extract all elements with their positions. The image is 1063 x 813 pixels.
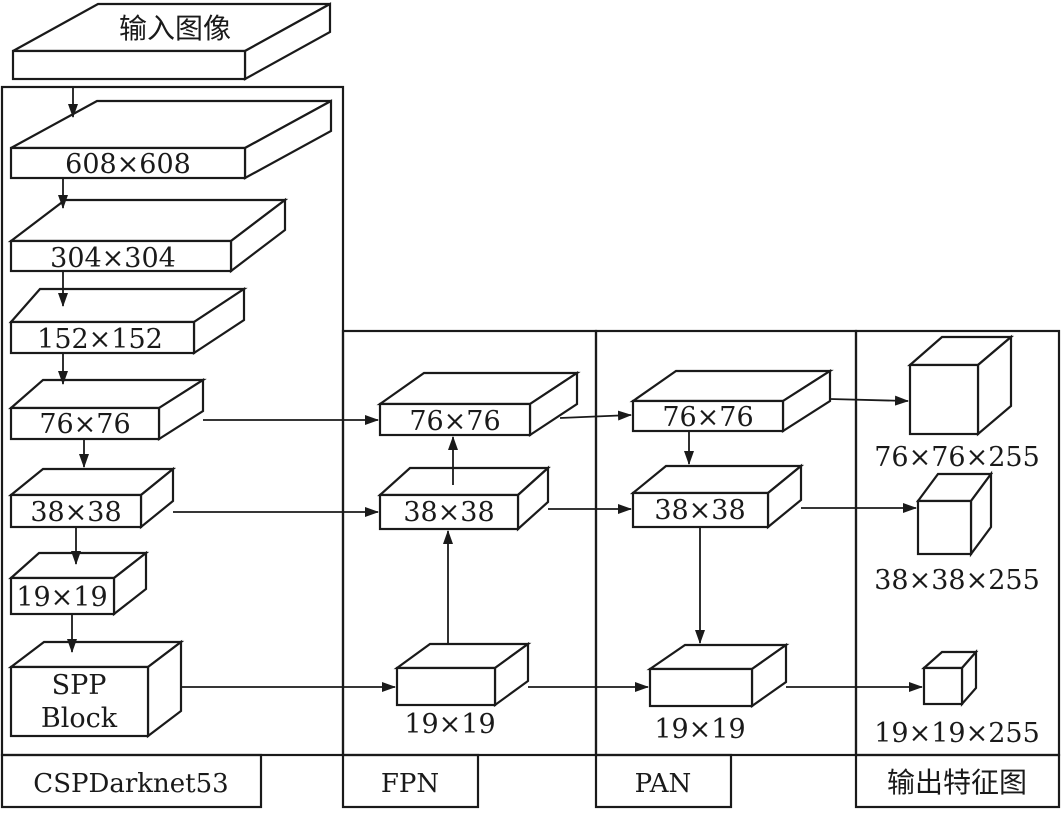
pan-node-label: 76×76 xyxy=(662,402,753,433)
pan-title: PAN xyxy=(635,769,692,799)
backbone-layer-76: 76×76 xyxy=(8,377,207,442)
output-cube-38 xyxy=(915,470,994,558)
backbone-layer-38: 38×38 xyxy=(7,466,177,530)
spp-label-line1: SPP xyxy=(52,670,107,701)
fpn-node-19-label: 19×19 xyxy=(404,709,495,740)
backbone-layer-label: 152×152 xyxy=(37,324,163,355)
pan-node-19 xyxy=(646,642,790,709)
output-label: 19×19×255 xyxy=(874,718,1040,749)
backbone-layer-label: 76×76 xyxy=(39,409,130,440)
backbone-title: CSPDarknet53 xyxy=(33,769,228,799)
spp-label-line2: Block xyxy=(41,703,118,734)
backbone-layer-label: 19×19 xyxy=(16,582,107,613)
connection-arrows xyxy=(58,87,923,692)
backbone-layer-label: 304×304 xyxy=(50,243,176,274)
pan-node-label: 38×38 xyxy=(654,495,745,526)
backbone-layer-152: 152×152 xyxy=(8,286,248,356)
pan-node-38: 38×38 xyxy=(629,463,805,530)
outputs-title: 输出特征图 xyxy=(887,766,1027,799)
fpn-node-38: 38×38 xyxy=(377,465,551,532)
output-cube-76 xyxy=(907,334,1014,437)
fpn-node-label: 38×38 xyxy=(403,497,494,528)
fpn-node-76: 76×76 xyxy=(376,370,581,438)
input-block: 输入图像 xyxy=(11,2,332,81)
output-label: 38×38×255 xyxy=(874,565,1040,596)
backbone-layer-608: 608×608 xyxy=(9,99,333,180)
fpn-node-label: 76×76 xyxy=(409,406,500,437)
backbone-layer-label: 608×608 xyxy=(65,149,191,180)
backbone-layer-304: 304×304 xyxy=(7,197,289,274)
backbone-layer-19: 19×19 xyxy=(8,550,150,617)
section-panels xyxy=(0,85,1061,809)
spp-block: SPP Block xyxy=(7,639,185,739)
pan-node-76: 76×76 xyxy=(629,368,834,434)
pan-node-19-label: 19×19 xyxy=(654,714,745,745)
fpn-node-19 xyxy=(393,641,532,708)
output-label: 76×76×255 xyxy=(874,442,1040,473)
input-label: 输入图像 xyxy=(119,12,231,45)
backbone-layer-label: 38×38 xyxy=(30,497,121,528)
fpn-title: FPN xyxy=(381,769,439,799)
output-cube-19 xyxy=(921,649,979,707)
